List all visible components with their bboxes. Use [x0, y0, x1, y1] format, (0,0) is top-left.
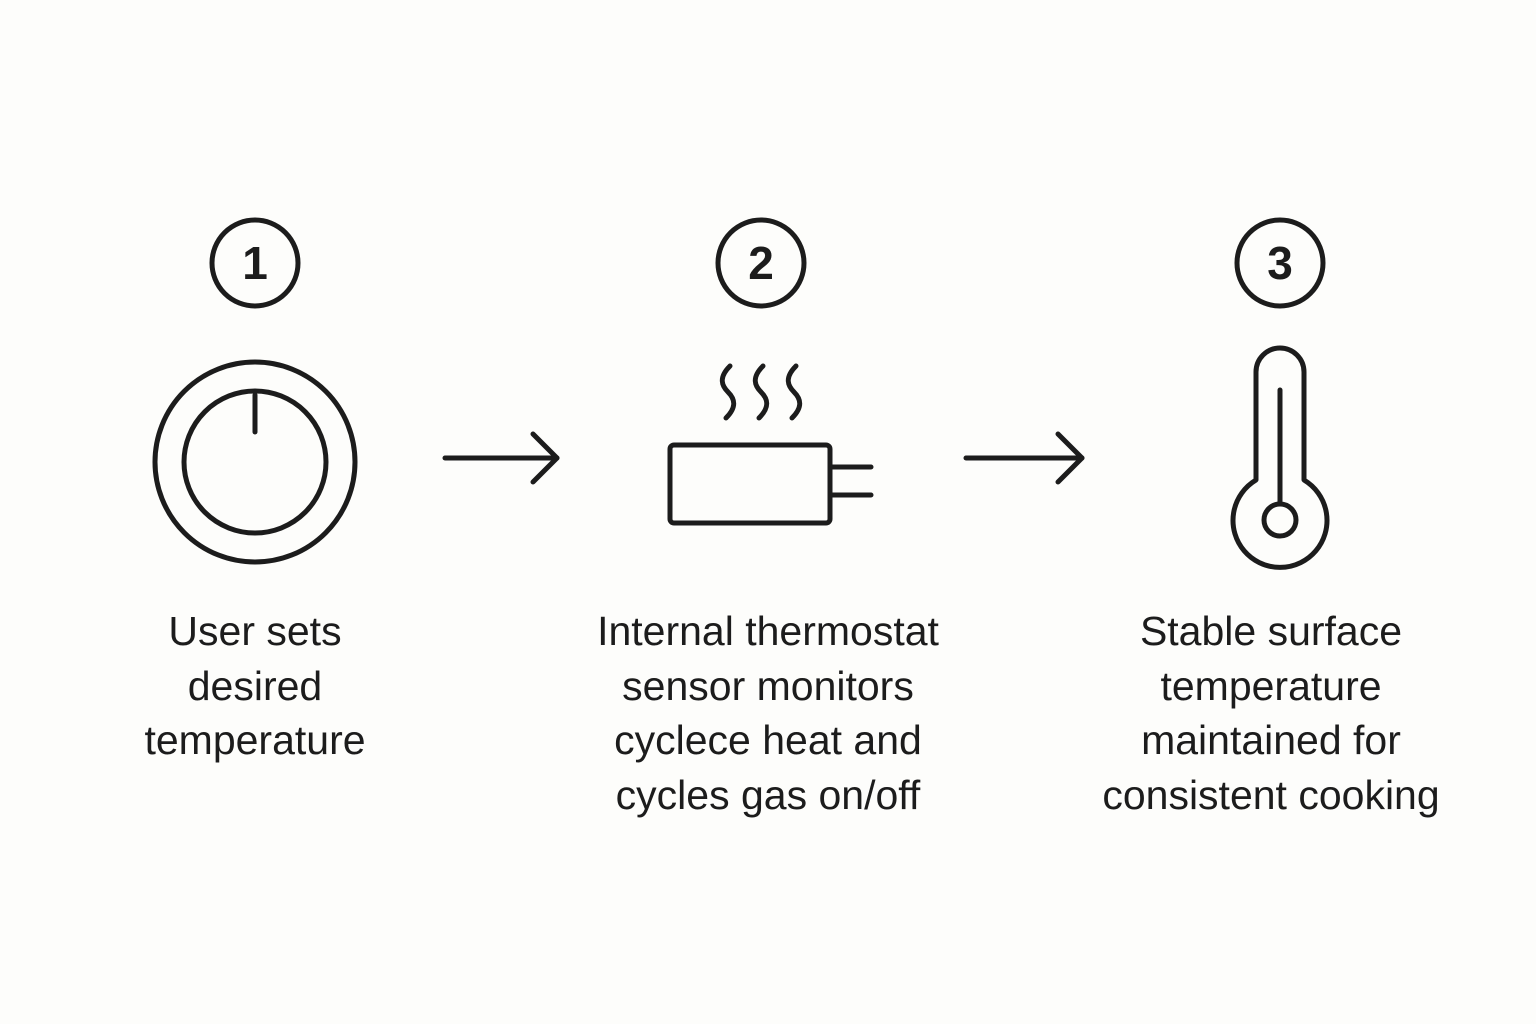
arrow-right-icon: [963, 431, 1085, 485]
caption-line: sensor monitors: [622, 662, 914, 709]
caption-line: desired: [187, 662, 323, 709]
step-1-number: 1: [242, 237, 268, 289]
caption-line: Internal thermostat: [597, 608, 939, 654]
caption-line: cyclece heat and: [614, 717, 922, 763]
caption-line: Stable surface: [1139, 608, 1403, 654]
caption-line: temperature: [1160, 662, 1382, 709]
step-1-number-circle: [209, 217, 301, 309]
caption-line: cycles gas on/off: [615, 771, 921, 818]
step-3-caption: Stable surface temperature maintained fo…: [1041, 604, 1501, 822]
step-2-caption: Internal thermostat sensor monitors cycl…: [538, 604, 998, 822]
dial-knob-icon: [152, 359, 358, 565]
step-1-caption: User sets desired temperature: [25, 604, 485, 768]
step-3-number-circle: [1234, 217, 1326, 309]
arrow-right-icon: [442, 431, 560, 485]
step-2-number-circle: [715, 217, 807, 309]
caption-line: consistent cooking: [1102, 771, 1440, 818]
heat-waves-icon: [719, 363, 803, 421]
caption-line: User sets: [168, 608, 342, 654]
heating-element-icon: [667, 363, 874, 526]
caption-line: maintained for: [1141, 717, 1401, 763]
caption-line: temperature: [144, 717, 366, 763]
step-3-number: 3: [1267, 237, 1293, 289]
step-2-number: 2: [748, 237, 774, 289]
thermometer-icon: [1230, 345, 1330, 570]
